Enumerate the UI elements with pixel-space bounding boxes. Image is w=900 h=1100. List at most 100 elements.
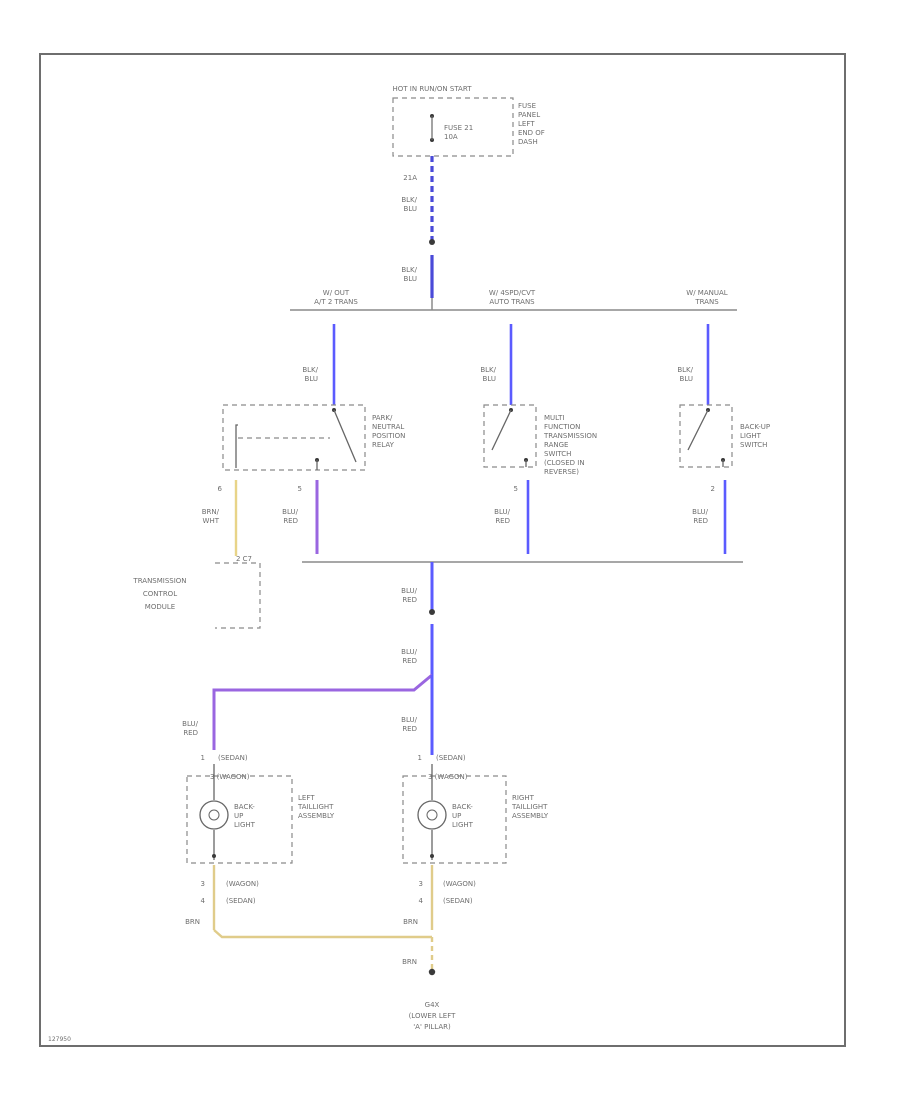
backup-in-label-1: BLK/: [677, 366, 693, 374]
tcm-label-3: MODULE: [145, 603, 175, 611]
left-lamp-box: [186, 775, 293, 864]
backup-label-1: BACK-UP: [740, 423, 770, 431]
left-lamp-pin-bottom-2: 4: [201, 897, 206, 905]
ground-point-icon: [428, 968, 436, 976]
branch-middle-label-2: AUTO TRANS: [489, 298, 535, 306]
tcm-pin: 2 C7: [236, 555, 252, 563]
ground-label-2: (LOWER LEFT: [409, 1012, 457, 1020]
left-lamp-label-1: BACK-: [234, 803, 255, 811]
relay-box: [222, 404, 366, 471]
tcm-label-1: TRANSMISSION: [132, 577, 186, 585]
splice-middle: [429, 609, 435, 615]
multi-label-4: RANGE: [544, 441, 568, 449]
left-bulb-icon: [199, 800, 229, 830]
relay-pin-left: 6: [218, 485, 223, 493]
multi-pin: 5: [514, 485, 518, 493]
relay-pin-right: 5: [298, 485, 302, 493]
right-assembly-label-1: RIGHT: [512, 794, 535, 802]
multi-out-wire-1: BLU/: [494, 508, 510, 516]
backup-out-wire-2: RED: [693, 517, 708, 525]
backup-label-3: SWITCH: [740, 441, 767, 449]
backup-in-label-2: BLU: [680, 375, 693, 383]
multi-out-wire-2: RED: [495, 517, 510, 525]
splice-wire-2-b: RED: [402, 657, 417, 665]
right-lamp-label-3: LIGHT: [452, 821, 474, 829]
multi-label-1: MULTI: [544, 414, 564, 422]
backup-switch-box: [679, 404, 733, 468]
relay-right-wire-1: BLU/: [282, 508, 298, 516]
right-lamp-pin-dot: [430, 854, 434, 858]
splice-wire-1-a: BLU/: [401, 587, 417, 595]
right-lamp-body-top-2: 3 (WAGON): [428, 773, 468, 781]
right-lamp-body-bottom-1: (WAGON): [443, 880, 476, 888]
multi-contact-arm: [491, 409, 512, 451]
wire-2-label-2: BLU: [404, 275, 417, 283]
relay-in-label-1: BLK/: [302, 366, 318, 374]
tcm-label-2: CONTROL: [143, 590, 177, 598]
branch-left-label-2: A/T 2 TRANS: [314, 298, 358, 306]
left-assembly-label-1: LEFT: [298, 794, 315, 802]
left-lamp-pin-dot: [212, 854, 216, 858]
backup-contact-arm: [687, 409, 709, 451]
wire-1-label-2: BLU: [404, 205, 417, 213]
left-lamp-pin-bottom-1: 3: [201, 880, 205, 888]
left-lamp-body-top-2: 3 (WAGON): [210, 773, 250, 781]
right-bulb-filament: [426, 809, 438, 821]
left-lamp-body-bottom-2: (SEDAN): [226, 897, 256, 905]
relay-label-2: NEUTRAL: [372, 423, 404, 431]
diagram-frame: [39, 53, 846, 1047]
fuse-panel-label-3: LEFT: [518, 120, 535, 128]
right-lamp-pin-top: 1: [418, 754, 422, 762]
multi-label-7: REVERSE): [544, 468, 579, 476]
relay-left-wire-1: BRN/: [202, 508, 220, 516]
right-lamp-pin-bottom-2: 4: [419, 897, 424, 905]
wire-1-label-1: BLK/: [401, 196, 417, 204]
right-lamp-body-top-1: (SEDAN): [436, 754, 466, 762]
relay-label-1: PARK/: [372, 414, 393, 422]
right-assembly-label-3: ASSEMBLY: [512, 812, 549, 820]
ground-wire-label: BRN: [402, 958, 417, 966]
branch-middle-label-1: W/ 4SPD/CVT: [489, 289, 536, 297]
backup-out-wire-1: BLU/: [692, 508, 708, 516]
relay-right-wire-2: RED: [283, 517, 298, 525]
left-assembly-label-2: TAILLIGHT: [297, 803, 334, 811]
multi-switch-box: [483, 404, 537, 468]
right-lamp-pin-bottom-1: 3: [419, 880, 423, 888]
figure-id: 127950: [48, 1036, 71, 1043]
right-lamp-box: [402, 775, 507, 864]
left-lamp-label-2: UP: [234, 812, 243, 820]
right-lamp-in-2: RED: [402, 725, 417, 733]
multi-label-2: FUNCTION: [544, 423, 580, 431]
splice-top: [429, 239, 435, 245]
fuse-panel-label-1: FUSE: [518, 102, 536, 110]
relay-label-3: POSITION: [372, 432, 405, 440]
branch-right-label-1: W/ MANUAL: [686, 289, 727, 297]
fuse-panel-box: [392, 97, 514, 157]
backup-pin: 2: [711, 485, 715, 493]
right-lamp-label-1: BACK-: [452, 803, 473, 811]
multi-in-label-1: BLK/: [480, 366, 496, 374]
right-assembly-label-2: TAILLIGHT: [511, 803, 548, 811]
left-lamp-wire-out: BRN: [185, 918, 200, 926]
wire-ground-bus: [213, 929, 432, 939]
right-lamp-in-1: BLU/: [401, 716, 417, 724]
relay-label-4: RELAY: [372, 441, 395, 449]
right-lamp-body-bottom-2: (SEDAN): [443, 897, 473, 905]
ground-label-3: 'A' PILLAR): [413, 1023, 451, 1031]
relay-in-label-2: BLU: [305, 375, 318, 383]
tcm-box: [215, 562, 261, 629]
connector-label: 21A: [403, 174, 417, 182]
branch-right-label-2: TRANS: [694, 298, 719, 306]
fuse-panel-label-5: DASH: [518, 138, 538, 146]
left-lamp-body-bottom-1: (WAGON): [226, 880, 259, 888]
backup-label-2: LIGHT: [740, 432, 762, 440]
multi-label-3: TRANSMISSION: [543, 432, 597, 440]
relay-contact-arm: [333, 409, 357, 463]
left-assembly-label-3: ASSEMBLY: [298, 812, 335, 820]
right-lamp-wire-out: BRN: [403, 918, 418, 926]
left-lamp-pin-top: 1: [201, 754, 205, 762]
wire-2-label-1: BLK/: [401, 266, 417, 274]
hot-label: HOT IN RUN/ON START: [393, 85, 473, 93]
fuse-panel-label-4: END OF: [518, 129, 545, 137]
